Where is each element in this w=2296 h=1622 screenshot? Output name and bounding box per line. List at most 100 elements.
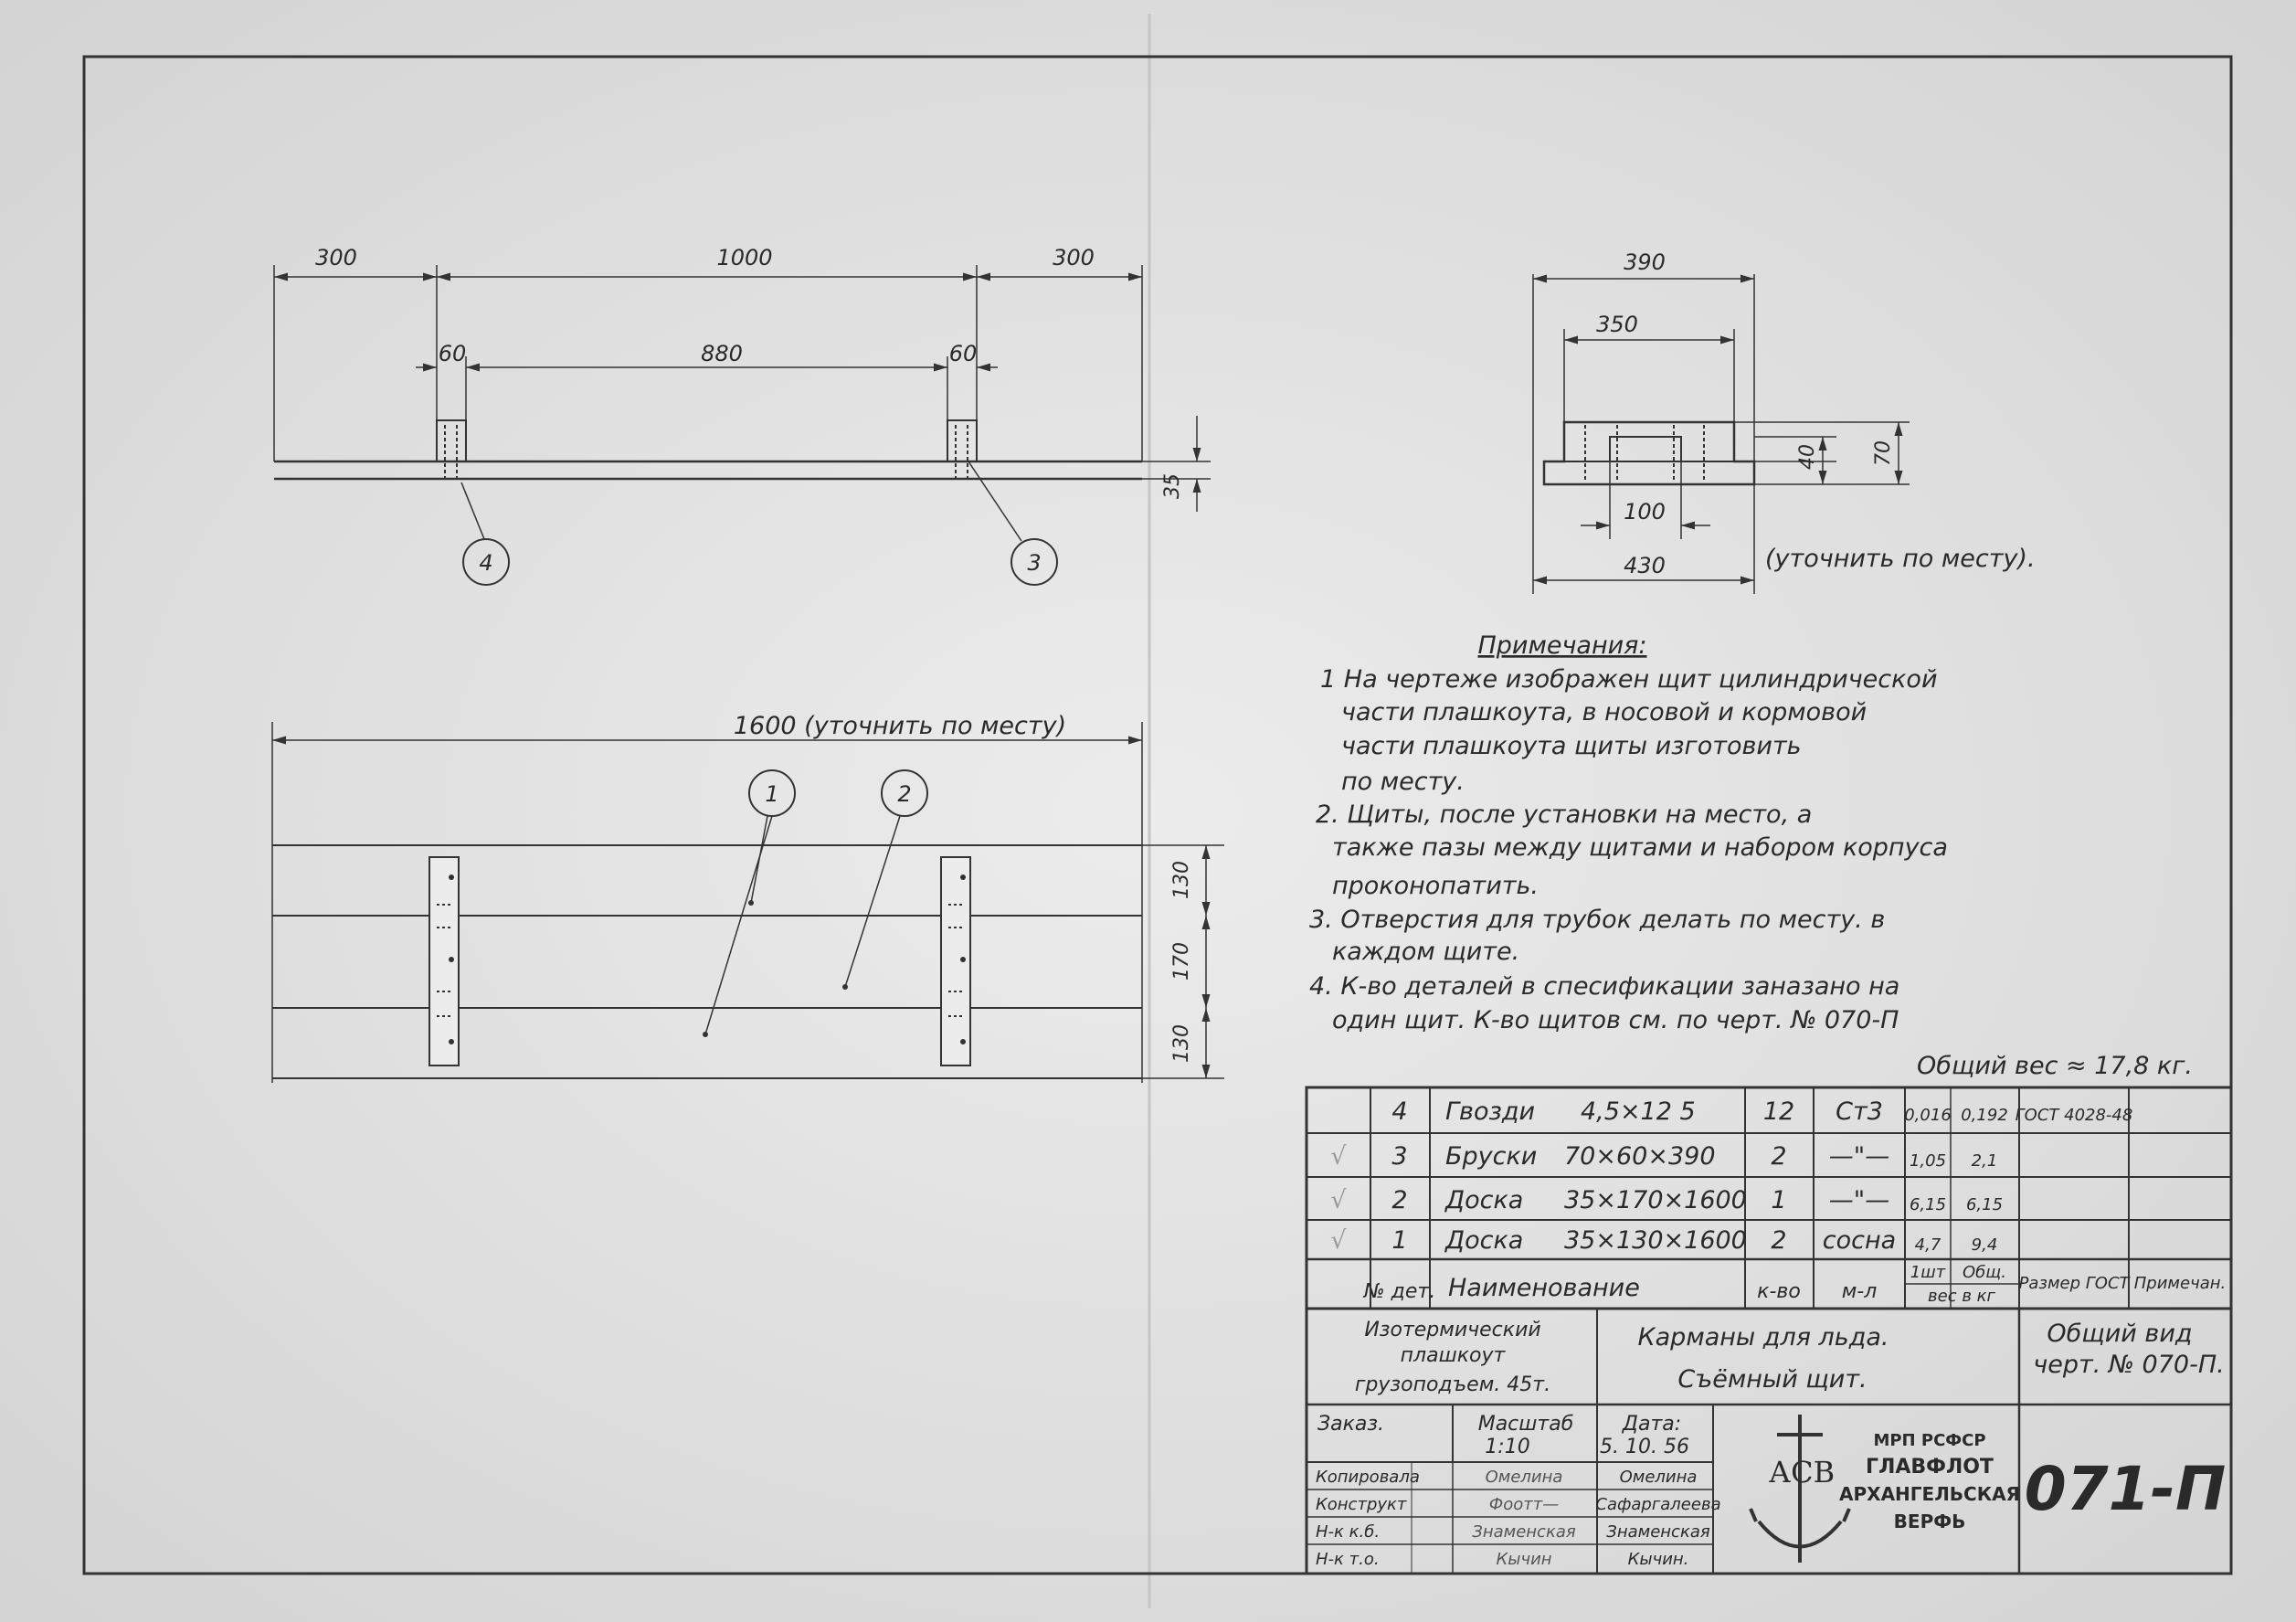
role-chief-kb: Н-к к.б.	[1316, 1522, 1380, 1542]
spec-name: Гвозди	[1445, 1097, 1535, 1126]
spec-material: —"—	[1829, 1142, 1889, 1171]
spec-no: 1	[1391, 1226, 1407, 1255]
dim-top-1000: 1000	[716, 245, 772, 270]
spec-table: 4 Гвозди 4,5×12 5 12 Ст3 0,016 0,192 ГОС…	[1305, 1086, 2233, 1310]
callout-3: 3	[1027, 550, 1041, 576]
plan-view: 1600 (уточнить по месту) 130 170 130 1 2	[271, 712, 1224, 1083]
scale-value: 1:10	[1485, 1436, 1529, 1458]
spec-size: 70×60×390	[1564, 1142, 1716, 1171]
dim-inner-60-left: 60	[439, 341, 467, 366]
spec-weight-total: 2,1	[1972, 1151, 1998, 1171]
spec-row: √ 2 Доска 35×170×1600 1 —"— 6,15 6,15	[1330, 1186, 2003, 1214]
general-view-1: Общий вид	[2047, 1320, 2192, 1348]
note-line-9: каждом щите.	[1332, 938, 1519, 966]
general-view-2: черт. № 070-П.	[2033, 1351, 2224, 1379]
callout-1: 1	[765, 781, 778, 807]
top-view: 300 1000 300 60 880 60 35 4 3	[273, 245, 1211, 586]
spec-check: √	[1330, 1186, 1347, 1214]
dim-section-390: 390	[1624, 249, 1666, 275]
section-view: 390 350 100 430 40 70 (уточнить по месту…	[1532, 249, 2036, 594]
header-name: Наименование	[1448, 1274, 1640, 1302]
logo-letters: АСВ	[1769, 1455, 1835, 1489]
dim-top-300-right: 300	[1053, 245, 1095, 270]
dim-height-35: 35	[1161, 473, 1184, 499]
sign-copied: Омелина	[1486, 1468, 1563, 1487]
spec-weight-total: 6,15	[1966, 1195, 2003, 1214]
callout-2: 2	[897, 781, 911, 807]
spec-size: 35×130×1600	[1564, 1226, 1747, 1255]
header-qty: к-во	[1757, 1280, 1801, 1303]
name-designer: Сафаргалеева	[1595, 1495, 1720, 1514]
notes-title: Примечания:	[1477, 631, 1646, 660]
header-gost: Размер ГОСТ	[2018, 1274, 2131, 1293]
org-line-4: ВЕРФЬ	[1894, 1511, 1966, 1532]
spec-weight-unit: 0,016	[1904, 1106, 1952, 1125]
note-line-8: 3. Отверстия для трубок делать по месту.…	[1309, 906, 1885, 934]
org-line-1: МРП РСФСР	[1873, 1431, 1985, 1450]
title-block: Изотермический плашкоут грузоподъем. 45т…	[1305, 1307, 2233, 1575]
drawing-title-2: Съёмный щит.	[1677, 1365, 1867, 1394]
date-value: 5. 10. 56	[1600, 1436, 1689, 1458]
role-designer: Конструкт	[1316, 1495, 1407, 1514]
section-note: (уточнить по месту).	[1765, 545, 2036, 573]
spec-material: —"—	[1829, 1186, 1889, 1214]
spec-weight-unit: 1,05	[1910, 1151, 1946, 1171]
anchor-logo-icon: АСВ	[1749, 1415, 1851, 1563]
note-line-1: 1 На чертеже изображен щит цилиндрическо…	[1320, 665, 1938, 694]
note-line-7: проконопатить.	[1332, 872, 1539, 900]
role-chief-to: Н-к т.о.	[1316, 1550, 1380, 1569]
spec-name: Бруски	[1445, 1142, 1537, 1171]
product-line-3: грузоподъем. 45т.	[1355, 1373, 1550, 1396]
spec-check: √	[1330, 1226, 1347, 1255]
dim-top-300-left: 300	[315, 245, 357, 270]
spec-size: 35×170×1600	[1564, 1186, 1747, 1214]
spec-no: 3	[1391, 1142, 1407, 1171]
name-copied: Омелина	[1620, 1468, 1698, 1487]
dim-section-350: 350	[1596, 312, 1638, 337]
dim-section-430: 430	[1624, 553, 1666, 578]
spec-qty: 12	[1763, 1097, 1794, 1126]
header-weight-total: Общ.	[1963, 1263, 2006, 1282]
org-line-2: ГЛАВФЛОТ	[1866, 1456, 1994, 1479]
dim-side-130-bottom: 130	[1170, 1024, 1193, 1063]
product-line-1: Изотермический	[1364, 1319, 1540, 1341]
callout-4: 4	[479, 550, 492, 576]
product-line-2: плашкоут	[1401, 1344, 1507, 1367]
role-copied: Копировала	[1316, 1468, 1420, 1487]
header-no: № дет.	[1363, 1280, 1435, 1303]
note-line-10: 4. К-во деталей в спесификации заназано …	[1309, 972, 1899, 1001]
spec-size: 4,5×12 5	[1581, 1097, 1696, 1126]
spec-weight-total: 0,192	[1961, 1106, 2008, 1125]
note-line-11: один щит. К-во щитов см. по черт. № 070-…	[1332, 1006, 1899, 1034]
header-weight-kg: вес в кг	[1928, 1287, 1996, 1306]
spec-name: Доска	[1444, 1186, 1523, 1214]
sign-designer: Фоотт—	[1489, 1495, 1560, 1514]
spec-no: 2	[1391, 1186, 1407, 1214]
dim-side-170: 170	[1170, 942, 1193, 981]
dim-section-100: 100	[1624, 499, 1666, 525]
spec-header: № дет. Наименование к-во м-л 1шт Общ. ве…	[1363, 1263, 2226, 1306]
drawing-title-1: Карманы для льда.	[1637, 1323, 1889, 1352]
spec-gost: ГОСТ 4028-48	[2016, 1106, 2133, 1125]
note-line-5: 2. Щиты, после установки на место, а	[1316, 800, 1812, 829]
dim-section-40: 40	[1796, 444, 1819, 470]
name-chief-kb: Знаменская	[1606, 1522, 1710, 1542]
org-line-3: АРХАНГЕЛЬСКАЯ	[1839, 1483, 2020, 1505]
header-note: Примечан.	[2134, 1274, 2226, 1293]
dim-inner-60-right: 60	[949, 341, 978, 366]
spec-material: Ст3	[1836, 1097, 1883, 1126]
spec-qty: 1	[1771, 1186, 1786, 1214]
sign-chief-to: Кычин	[1496, 1550, 1551, 1569]
name-chief-to: Кычин.	[1628, 1550, 1689, 1569]
note-line-2: части плашкоута, в носовой и кормовой	[1341, 698, 1867, 726]
spec-row: 4 Гвозди 4,5×12 5 12 Ст3 0,016 0,192 ГОС…	[1391, 1097, 2132, 1126]
order-label: Заказ.	[1317, 1413, 1384, 1436]
spec-row: √ 1 Доска 35×130×1600 2 сосна 4,7 9,4	[1330, 1226, 1997, 1255]
spec-no: 4	[1391, 1097, 1407, 1126]
dim-side-130-top: 130	[1170, 861, 1193, 899]
note-line-3: части плашкоута щиты изготовить	[1341, 732, 1802, 760]
spec-weight-unit: 4,7	[1915, 1235, 1942, 1255]
sign-chief-kb: Знаменская	[1472, 1522, 1576, 1542]
date-label: Дата:	[1622, 1413, 1681, 1436]
